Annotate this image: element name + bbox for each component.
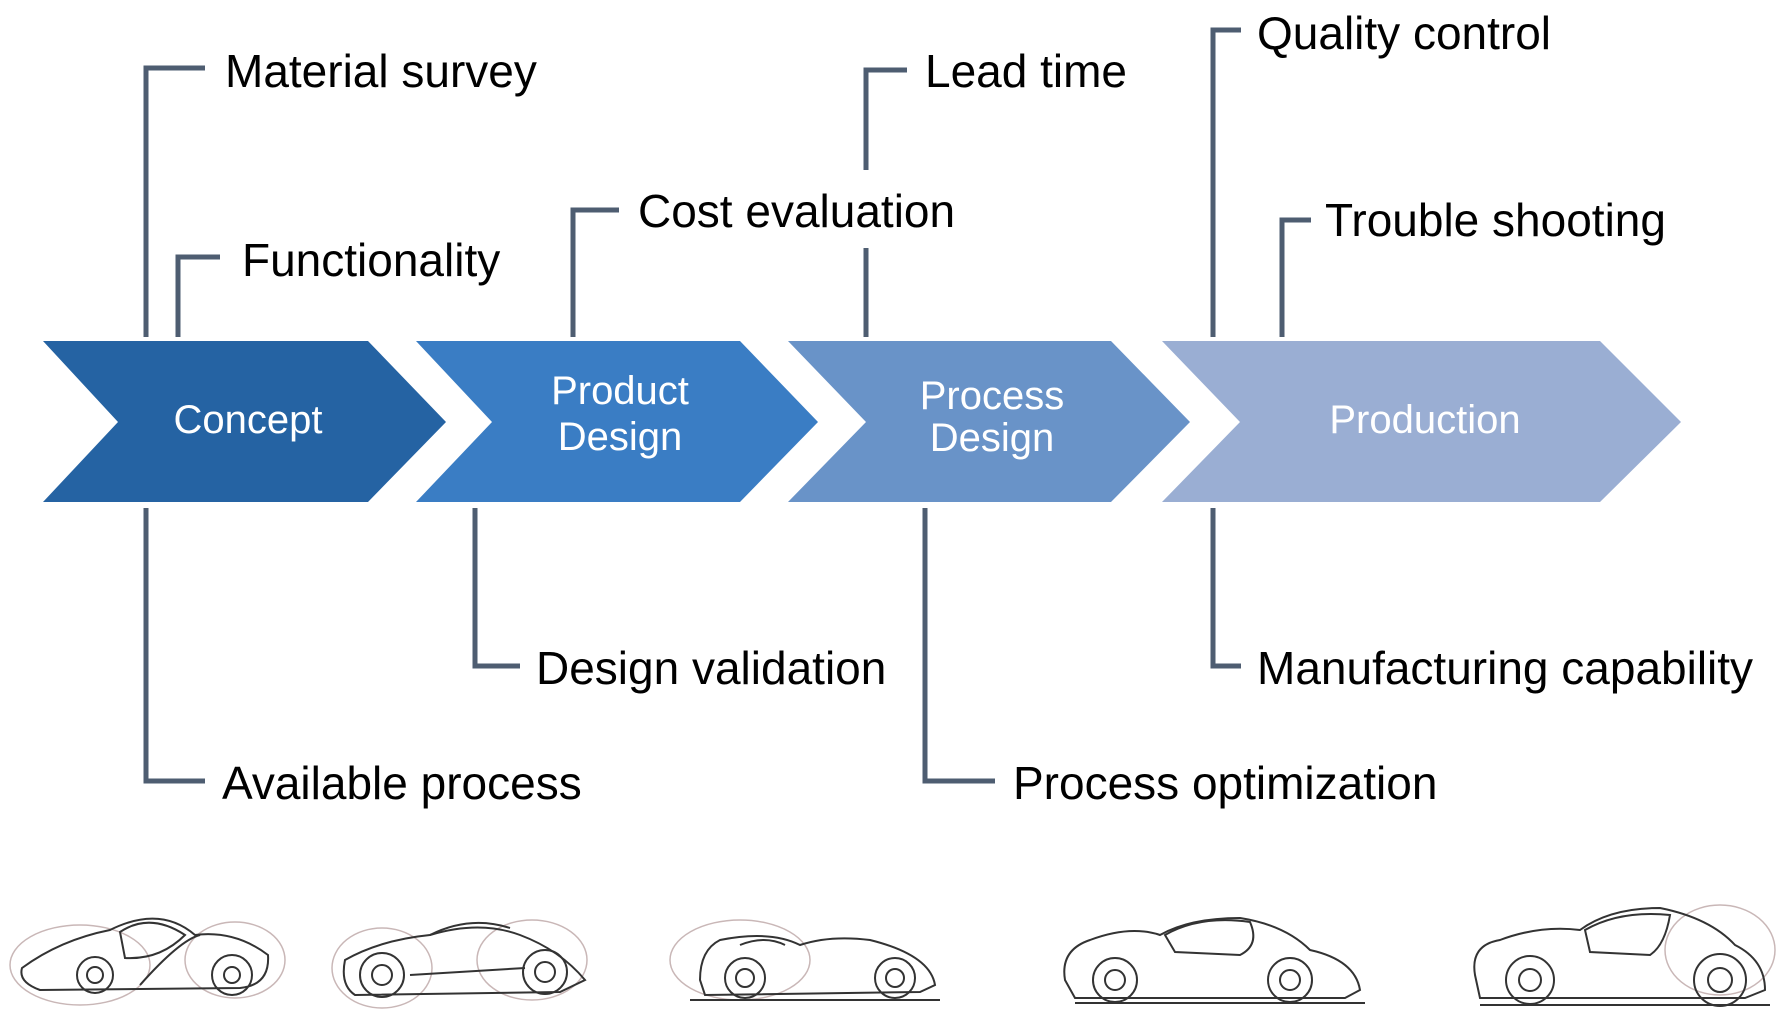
stage-label-product-design: Product Design <box>551 369 689 459</box>
stage-label-concept: Concept <box>118 397 378 443</box>
connector-trouble-shooting <box>1279 217 1311 337</box>
stage-label-concept-text: Concept <box>173 398 323 442</box>
stage-label-process-design: Process Design <box>919 374 1065 460</box>
chevron-product-design <box>416 341 818 502</box>
connector-process-optimization <box>922 508 995 784</box>
label-lead-time: Lead time <box>925 45 1128 97</box>
car-sketch-3 <box>669 919 940 1001</box>
chevron-concept <box>43 341 446 502</box>
car-sketch-1 <box>9 917 286 1006</box>
connector-lead-time-upper <box>863 67 907 170</box>
connector-material-survey <box>143 65 205 337</box>
car-sketch-4 <box>1063 916 1365 1004</box>
label-manufacturing-capability: Manufacturing capability <box>1257 642 1754 694</box>
chevron-production <box>1162 341 1681 502</box>
label-cost-evaluation: Cost evaluation <box>638 185 956 237</box>
label-process-optimization: Process optimization <box>1013 757 1438 809</box>
connector-available-process <box>143 508 205 784</box>
label-design-validation: Design validation <box>536 642 887 694</box>
connector-cost-evaluation <box>570 207 619 337</box>
car-sketch-2 <box>331 919 588 1009</box>
stage-label-production: Production <box>1329 398 1521 442</box>
label-functionality: Functionality <box>242 234 501 286</box>
connector-functionality <box>175 254 220 337</box>
connector-design-validation <box>472 508 520 669</box>
label-material-survey: Material survey <box>225 45 537 97</box>
connector-manufacturing-capability <box>1210 508 1241 669</box>
connector-quality-control <box>1210 27 1241 337</box>
label-trouble-shooting: Trouble shooting <box>1325 194 1666 246</box>
label-available-process: Available process <box>222 757 582 809</box>
label-quality-control: Quality control <box>1257 7 1552 59</box>
connector-lines <box>143 27 1311 784</box>
car-sketch-5 <box>1473 904 1776 1007</box>
chevron-process-design <box>788 341 1190 502</box>
